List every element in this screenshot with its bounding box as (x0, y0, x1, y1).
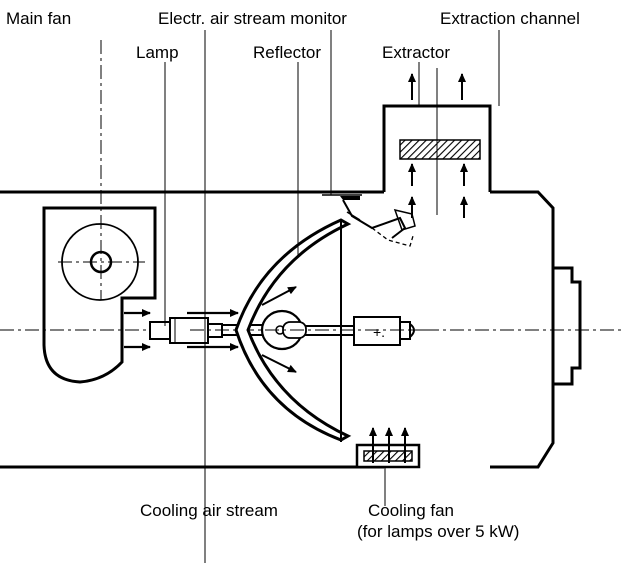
reflector-label: Reflector (253, 43, 321, 62)
main-fan-label: Main fan (6, 9, 71, 28)
monitor-label: Electr. air stream monitor (158, 9, 347, 28)
reflector (234, 218, 352, 442)
lamp-label: Lamp (136, 43, 179, 62)
cooling-air-stream-label: Cooling air stream (140, 501, 278, 520)
cooling-fan-label: Cooling fan (368, 501, 454, 520)
lamp-polarity-label: +. (373, 324, 385, 340)
leader-lines (164, 30, 500, 563)
cooling-air-arrows (124, 309, 239, 351)
lamp-housing (0, 190, 582, 469)
extraction-channel (382, 68, 492, 218)
extractor-filter (399, 139, 481, 160)
lamp: +. (149, 309, 430, 351)
main-fan (42, 40, 157, 384)
air-stream-monitor (340, 196, 416, 247)
cooling-fan (355, 427, 421, 469)
cooling-fan-note-label: (for lamps over 5 kW) (357, 522, 519, 541)
extraction-channel-label: Extraction channel (440, 9, 580, 28)
extractor-label: Extractor (382, 43, 450, 62)
